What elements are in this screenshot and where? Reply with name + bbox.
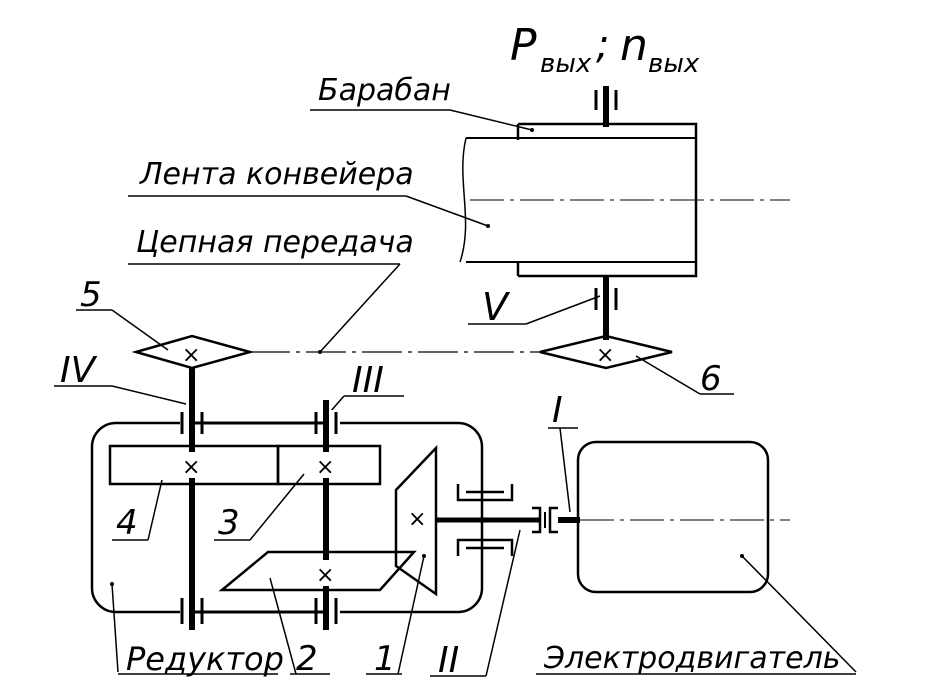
output-power-symbol: P [510, 20, 537, 71]
gear-4-number: 4 [116, 503, 138, 543]
sprocket-5: × 5 [76, 275, 255, 370]
shaft-iv: IV [54, 350, 204, 630]
gear-2-number: 2 [296, 639, 318, 679]
gear-4-marker: × [182, 455, 200, 480]
gear-2-leader [269, 577, 297, 675]
sprocket-6-marker: × [596, 343, 614, 368]
motor-callout: Электродвигатель [536, 641, 856, 676]
gearbox-label: Редуктор [126, 640, 284, 678]
electric-motor [576, 440, 857, 673]
gear-3-marker-bg [318, 452, 334, 478]
sprocket-5-number: 5 [80, 275, 102, 315]
shaft-v: V [468, 276, 618, 340]
shaft-i-label: I [552, 390, 563, 431]
motor-body [576, 440, 770, 594]
gear-2: × [218, 550, 417, 592]
gear-4-leader [147, 479, 163, 541]
sprocket-6-leader [635, 355, 701, 395]
gearbox-leader [111, 583, 119, 673]
chain-callout: Цепная передача [128, 225, 414, 354]
sprocket-5-marker: × [182, 343, 200, 368]
gear-2-shape [218, 550, 417, 592]
conveyor-belt-edges [466, 137, 696, 263]
chain-label: Цепная передача [136, 225, 414, 260]
output-shaft-top [594, 86, 618, 127]
output-separator: ; [596, 22, 609, 68]
gear-2-marker: × [316, 563, 334, 588]
gear-1-callout: 1 [366, 554, 426, 679]
sprocket-5-shape [131, 334, 255, 370]
drum-leader-dot [530, 128, 534, 132]
gear-4: × [108, 444, 280, 486]
belt-leader-dot [486, 224, 490, 228]
belt-leader [405, 195, 489, 227]
shaft-iii-label: III [352, 360, 384, 401]
drum-leader [449, 109, 533, 131]
bearing-bottom [456, 538, 514, 556]
gear-4-callout: 4 [112, 479, 163, 543]
output-speed-symbol: n [620, 20, 648, 71]
bearing-top [456, 484, 514, 502]
gear-2-callout: 2 [269, 577, 330, 679]
coupling-right [548, 506, 558, 534]
output-label: P вых ; n вых [510, 20, 700, 79]
belt-callout: Лента конвейера [128, 157, 490, 228]
gear-3-leader [249, 473, 305, 541]
sprocket-6: × 6 [539, 334, 734, 399]
conveyor-belt-break [459, 137, 467, 263]
shaft-ii-label: II [438, 640, 459, 681]
shaft-iii-leader [329, 395, 345, 413]
chain-leader [319, 263, 401, 353]
motor-leader [741, 555, 857, 673]
gear-1-shape [394, 444, 438, 597]
output-power-subscript: вых [540, 49, 592, 79]
coupling-left [532, 506, 542, 534]
gearbox-callout: Редуктор [110, 582, 284, 678]
motor-label: Электродвигатель [543, 641, 840, 676]
belt-label: Лента конвейера [139, 157, 414, 192]
shaft-iv-leader [111, 385, 187, 405]
shaft-ii: II [430, 484, 558, 681]
gear-4-marker-bg [184, 452, 200, 478]
shaft-i-leader [559, 427, 571, 513]
housing-gap-bottom [180, 600, 340, 620]
sprocket-6-shape [539, 334, 673, 370]
shaft-iv-label: IV [60, 350, 98, 391]
drum-callout: Барабан [310, 73, 534, 132]
shaft-v-label: V [482, 285, 511, 329]
gear-3-callout: 3 [214, 473, 305, 543]
shaft-bearings-redraw [180, 410, 338, 630]
gear-3: × [276, 444, 382, 486]
output-speed-subscript: вых [648, 49, 700, 79]
sprocket-6-number: 6 [700, 359, 722, 399]
shaft-ii-leader [485, 529, 521, 677]
gear-2-marker-bg [318, 560, 334, 586]
gear-1-marker: × [408, 507, 426, 532]
drum-label: Барабан [318, 73, 451, 108]
shaft-i: I [548, 390, 580, 523]
gear-3-marker: × [316, 455, 334, 480]
gear-1: × [394, 444, 438, 597]
housing-gap-top [180, 410, 340, 430]
shaft-v-leader [525, 295, 601, 325]
drum [459, 122, 790, 278]
gear-3-rect [276, 444, 382, 486]
gear-1-leader [397, 555, 425, 675]
sprocket-5-leader [111, 309, 169, 351]
gear-3-number: 3 [218, 503, 240, 543]
gear-1-number: 1 [374, 639, 396, 679]
